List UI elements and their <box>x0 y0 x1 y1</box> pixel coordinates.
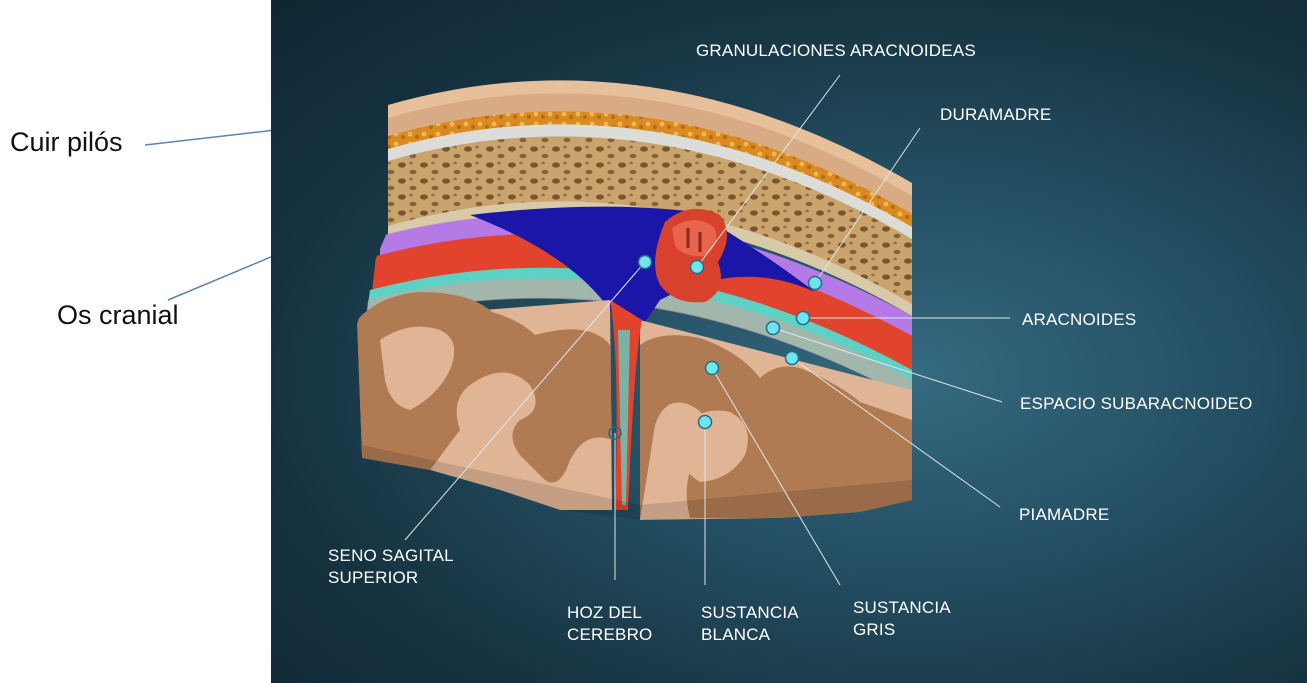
leader-piamadre <box>791 357 1001 508</box>
label-gris-line1: SUSTANCIA <box>853 598 951 617</box>
falx-cerebri-inner <box>618 330 630 505</box>
scalp-label: Cuir pilós <box>10 127 123 157</box>
label-hoz-del-cerebro: HOZ DEL CEREBRO <box>567 602 652 646</box>
cranial-bone-layer <box>388 136 912 312</box>
marker-blanca <box>697 414 713 430</box>
marker-hoz <box>608 426 622 440</box>
scalp-layer <box>388 93 912 215</box>
superior-sagittal-sinus <box>470 206 815 345</box>
leader-granulaciones <box>696 74 841 268</box>
label-seno-sagital-superior: SENO SAGITAL SUPERIOR <box>328 545 454 589</box>
cranial-bone-label: Os cranial <box>57 300 179 330</box>
label-duramadre: DURAMADRE <box>940 105 1052 124</box>
marker-piamadre <box>784 350 800 366</box>
marker-granulaciones <box>689 259 705 275</box>
leader-duramadre <box>814 127 921 284</box>
arachnoid-granulations <box>655 208 728 303</box>
scalp-top-surface <box>388 80 912 198</box>
label-blanca-line1: SUSTANCIA <box>701 603 799 622</box>
leader-gris <box>711 367 841 586</box>
arterial-layer <box>372 233 912 372</box>
fat-layer <box>388 111 912 228</box>
marker-seno <box>637 254 653 270</box>
periosteum-layer <box>388 124 912 240</box>
label-granulaciones: GRANULACIONES ARACNOIDEAS <box>696 41 976 60</box>
label-espacio-subaracnoideo: ESPACIO SUBARACNOIDEO <box>1020 394 1253 413</box>
label-seno-line2: SUPERIOR <box>328 568 419 587</box>
meninges-cross-section <box>357 74 1010 586</box>
leader-seno <box>404 261 646 541</box>
label-gris-line2: GRIS <box>853 620 896 639</box>
label-hoz-line2: CEREBRO <box>567 625 653 644</box>
front-face-shadow <box>357 325 912 520</box>
label-sustancia-blanca: SUSTANCIA BLANCA <box>701 602 799 646</box>
marker-gris <box>704 360 720 376</box>
inner-table-layer <box>388 201 912 316</box>
label-blanca-line2: BLANCA <box>701 625 771 644</box>
marker-aracnoides <box>795 310 811 326</box>
label-sustancia-gris: SUSTANCIA GRIS <box>853 597 951 641</box>
white-matter-core-left <box>380 326 455 410</box>
label-aracnoides: ARACNOIDES <box>1022 310 1137 329</box>
label-hoz-line1: HOZ DEL <box>567 603 643 622</box>
marker-espacio <box>765 320 781 336</box>
anatomy-panel: GRANULACIONES ARACNOIDEAS DURAMADRE ARAC… <box>271 0 1307 683</box>
white-matter-core-right <box>680 410 748 482</box>
label-seno-line1: SENO SAGITAL <box>328 546 454 565</box>
marker-duramadre <box>807 275 823 291</box>
label-piamadre: PIAMADRE <box>1019 505 1110 524</box>
leader-espacio <box>772 327 1003 403</box>
